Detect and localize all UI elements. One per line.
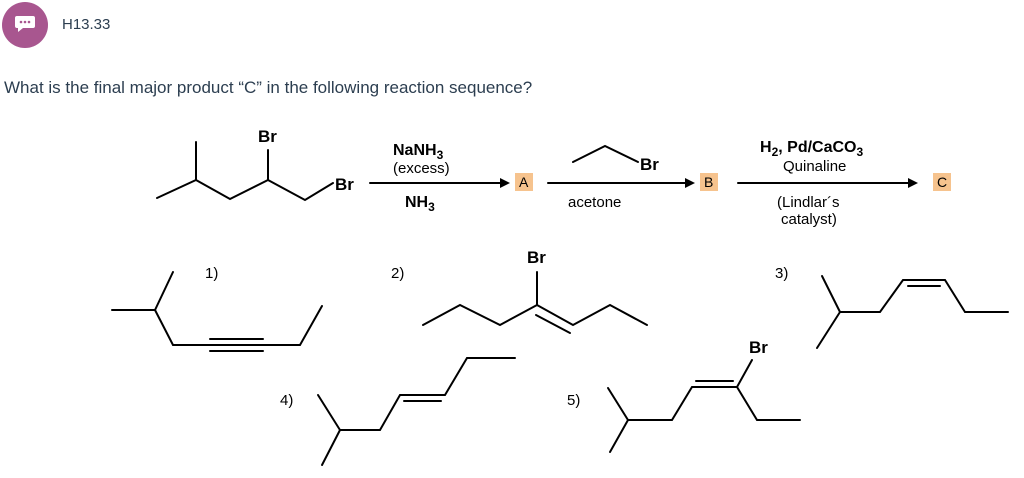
step2-reagent-br: Br [640, 155, 659, 174]
product-a-box [515, 173, 533, 191]
header: H13.33 [0, 0, 1024, 52]
step3-reagent-bottom1: (Lindlar´s [777, 194, 840, 211]
step3-reagent-top1: H2, Pd/CaCO3 [760, 139, 863, 159]
reaction-scheme: Br Br NaNH3 (excess) NH3 A Br acetone B … [111, 127, 1009, 466]
question-id: H13.33 [62, 16, 111, 33]
chat-bubble-icon [15, 16, 35, 32]
product-a-label: A [519, 174, 529, 190]
step2-reagent-bottom: acetone [568, 194, 621, 211]
choice-4-label: 4) [280, 392, 293, 409]
choice-5-label: 5) [567, 392, 580, 409]
step1-reagent-top2: (excess) [393, 160, 450, 177]
step1-reagent-bottom: NH3 [405, 194, 435, 214]
choice-1[interactable]: 1) [111, 265, 323, 352]
question-text: What is the final major product “C” in t… [4, 78, 533, 97]
choice-2-br: Br [527, 248, 546, 267]
choice-2-label: 2) [391, 265, 404, 282]
product-c-label: C [937, 174, 947, 190]
step2: Br acetone B [547, 144, 718, 211]
choice-1-label: 1) [205, 265, 218, 282]
product-b-label: B [704, 174, 713, 190]
choice-4[interactable]: 4) [280, 357, 516, 466]
step3-reagent-bottom2: catalyst) [781, 211, 837, 228]
step1: NaNH3 (excess) NH3 A [369, 142, 533, 214]
choice-3[interactable]: 3) [775, 265, 1009, 349]
choice-5[interactable]: 5) Br [567, 338, 801, 453]
product-b-box [700, 173, 718, 191]
start-br-top: Br [258, 127, 277, 146]
start-br-right: Br [335, 175, 354, 194]
step3: H2, Pd/CaCO3 Quinaline (Lindlar´s cataly… [737, 139, 951, 228]
choice-2[interactable]: 2) Br [391, 248, 648, 334]
starting-material: Br Br [156, 127, 354, 202]
choice-3-label: 3) [775, 265, 788, 282]
step3-reagent-top2: Quinaline [783, 158, 846, 175]
product-c-box [933, 173, 951, 191]
step1-reagent-top1: NaNH3 [393, 142, 444, 162]
choice-5-br: Br [749, 338, 768, 357]
avatar[interactable] [2, 2, 48, 48]
